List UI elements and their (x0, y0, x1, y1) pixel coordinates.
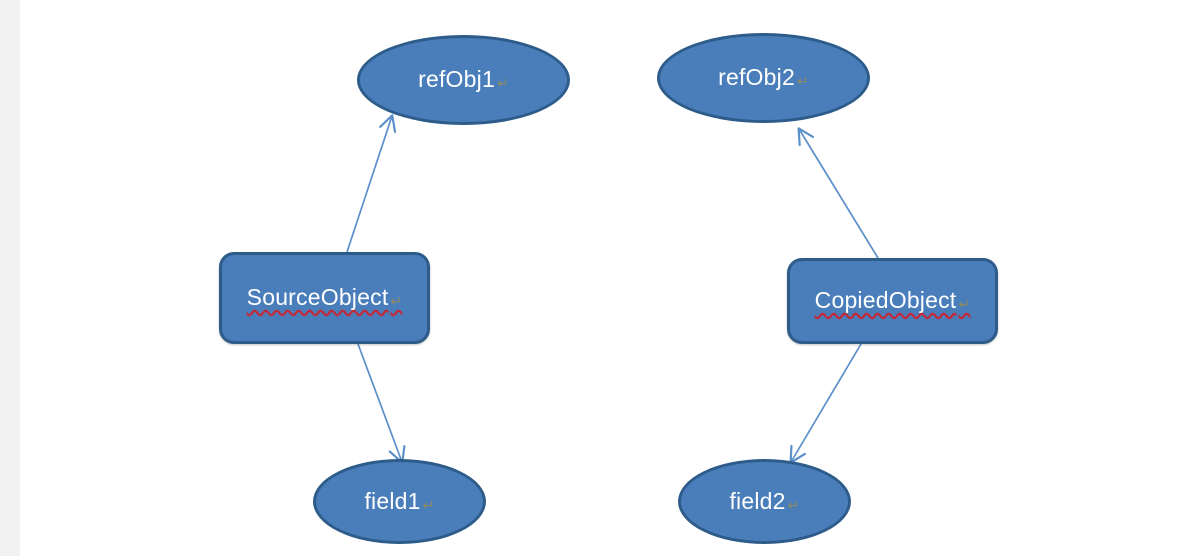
pilcrow-icon: ↵ (796, 73, 809, 89)
node-label-copiedobject: CopiedObject↵ (814, 287, 971, 313)
pilcrow-icon: ↵ (787, 496, 800, 513)
pilcrow-icon: ↵ (958, 296, 971, 312)
node-copiedobject[interactable]: CopiedObject↵ (787, 258, 998, 344)
node-refobj2[interactable]: refObj2↵ (657, 33, 870, 123)
pilcrow-icon: ↵ (390, 293, 403, 309)
edge-copied-to-refobj2 (797, 127, 879, 259)
node-label-refobj2: refObj2↵ (718, 64, 809, 90)
node-label-refobj1: refObj1↵ (418, 66, 509, 92)
node-label-field1: field1↵ (364, 487, 435, 514)
left-gutter-strip (0, 0, 20, 556)
node-refobj1[interactable]: refObj1↵ (357, 35, 570, 125)
edge-source-to-refobj1 (346, 114, 397, 253)
pilcrow-icon: ↵ (496, 75, 509, 91)
node-sourceobject[interactable]: SourceObject↵ (219, 252, 430, 344)
node-field2[interactable]: field2↵ (678, 459, 851, 544)
pilcrow-icon: ↵ (422, 496, 435, 513)
edge-copied-to-field2 (789, 343, 862, 464)
node-label-field2: field2↵ (729, 487, 800, 514)
edge-source-to-field1 (357, 343, 406, 464)
node-label-sourceobject: SourceObject↵ (246, 284, 403, 310)
node-field1[interactable]: field1↵ (313, 459, 486, 544)
